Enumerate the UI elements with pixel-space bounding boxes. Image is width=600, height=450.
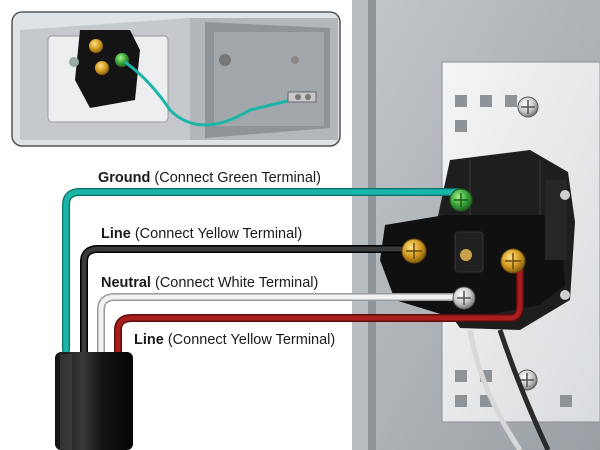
screw-icon	[517, 96, 539, 118]
white-terminal-icon	[452, 286, 476, 310]
line-label-1-title: Line	[101, 226, 131, 242]
yellow-terminal-icon	[401, 238, 427, 264]
neutral-label-detail: (Connect White Terminal)	[150, 275, 319, 291]
line-label-2-detail: (Connect Yellow Terminal)	[163, 332, 336, 348]
line-label-1: Line (Connect Yellow Terminal)	[101, 226, 302, 242]
white-wire-tail	[467, 329, 523, 450]
inset-photo	[11, 11, 341, 147]
neutral-label: Neutral (Connect White Terminal)	[101, 275, 318, 291]
line-label-2: Line (Connect Yellow Terminal)	[134, 332, 335, 348]
line-label-1-detail: (Connect Yellow Terminal)	[130, 226, 303, 242]
ground-label: Ground (Connect Green Terminal)	[98, 170, 321, 186]
yellow-terminal-icon	[500, 248, 526, 274]
green-terminal-icon	[449, 188, 473, 212]
ground-label-detail: (Connect Green Terminal)	[150, 170, 321, 186]
neutral-label-title: Neutral	[101, 275, 151, 291]
black-wire-tail	[497, 329, 551, 450]
line-label-2-title: Line	[134, 332, 164, 348]
cable-jacket	[55, 352, 133, 450]
ground-label-title: Ground	[98, 170, 151, 186]
